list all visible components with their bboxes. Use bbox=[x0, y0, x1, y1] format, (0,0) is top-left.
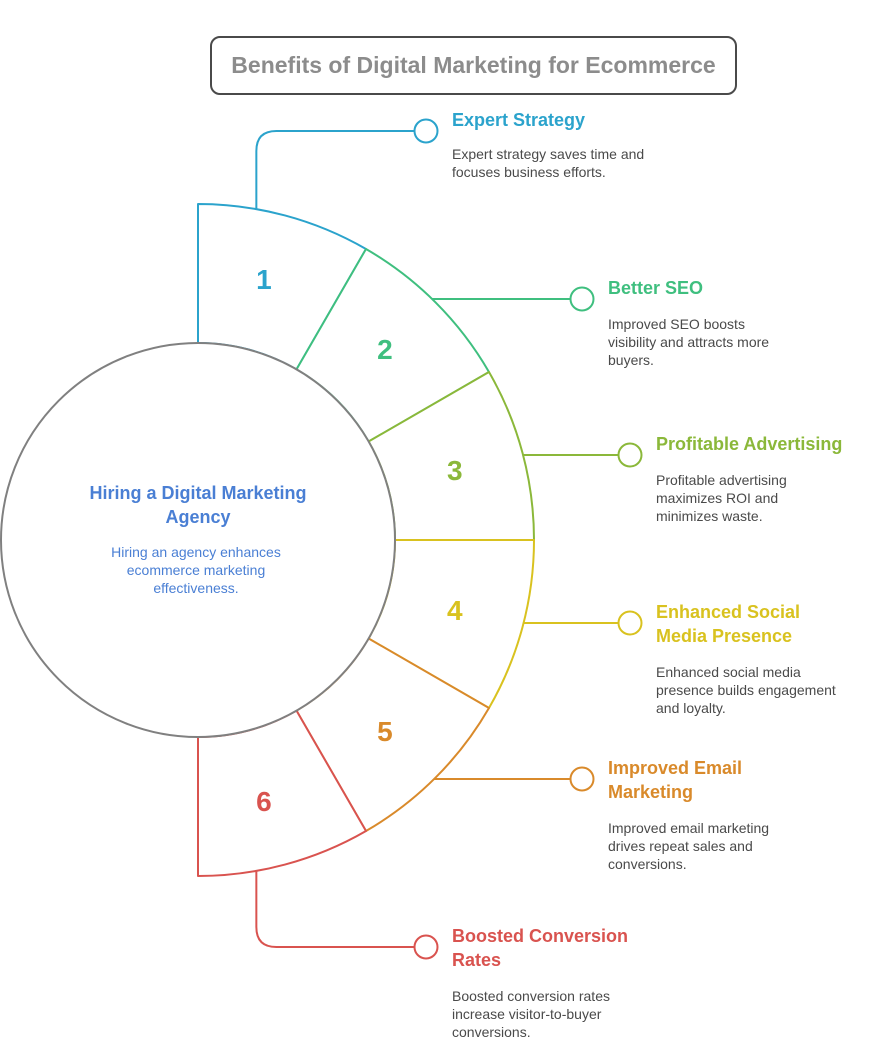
center-description: Hiring an agency enhances ecommerce mark… bbox=[111, 544, 281, 596]
benefit-title-4: Enhanced Social Media Presence bbox=[656, 602, 801, 646]
benefit-description-1: Expert strategy saves time and focuses b… bbox=[452, 146, 645, 180]
connector-dot-1 bbox=[413, 118, 439, 144]
title-box: Benefits of Digital Marketing for Ecomme… bbox=[210, 36, 737, 95]
segment-number-3: 3 bbox=[447, 455, 463, 486]
benefit-title-2: Better SEO bbox=[608, 278, 704, 298]
benefit-description-4: Enhanced social media presence builds en… bbox=[656, 664, 836, 716]
center-title: Hiring a Digital Marketing Agency bbox=[89, 483, 307, 527]
connector-dot-5 bbox=[569, 766, 595, 792]
benefit-title-6: Boosted Conversion Rates bbox=[452, 926, 629, 970]
segment-number-1: 1 bbox=[256, 264, 272, 295]
segment-number-6: 6 bbox=[256, 786, 272, 817]
center-circle bbox=[0, 342, 396, 738]
connector-line-6 bbox=[255, 870, 414, 948]
segment-number-4: 4 bbox=[447, 595, 463, 626]
connector-dot-4 bbox=[617, 610, 643, 636]
connector-dot-6 bbox=[413, 934, 439, 960]
benefit-description-3: Profitable advertising maximizes ROI and… bbox=[656, 472, 787, 524]
benefit-description-5: Improved email marketing drives repeat s… bbox=[608, 820, 770, 872]
diagram-title: Benefits of Digital Marketing for Ecomme… bbox=[231, 52, 716, 78]
benefit-title-5: Improved Email Marketing bbox=[608, 758, 743, 802]
benefit-title-3: Profitable Advertising bbox=[656, 434, 843, 454]
segment-number-2: 2 bbox=[377, 334, 393, 365]
benefit-title-1: Expert Strategy bbox=[452, 110, 586, 130]
benefit-description-2: Improved SEO boosts visibility and attra… bbox=[608, 316, 770, 368]
connector-dot-2 bbox=[569, 286, 595, 312]
connector-line-1 bbox=[255, 130, 414, 210]
benefit-description-6: Boosted conversion rates increase visito… bbox=[452, 988, 610, 1040]
segment-number-5: 5 bbox=[377, 716, 393, 747]
connector-dot-3 bbox=[617, 442, 643, 468]
